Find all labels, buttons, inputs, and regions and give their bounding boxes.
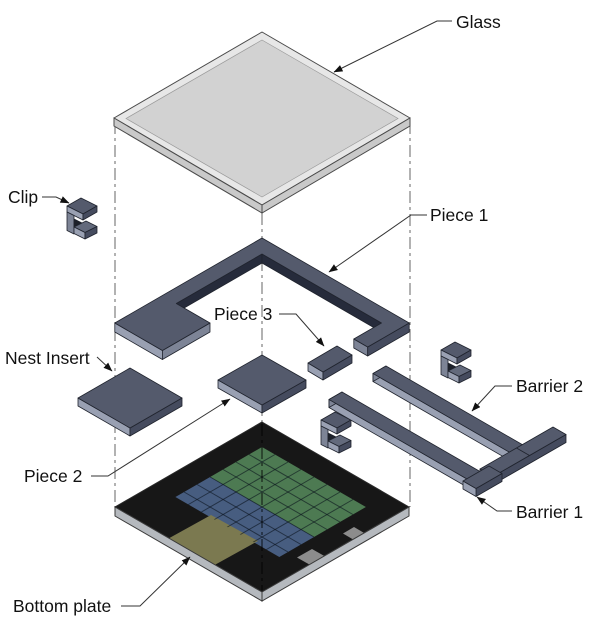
label-piece3: Piece 3 xyxy=(214,304,272,324)
part-piece3 xyxy=(307,345,353,381)
part-piece2 xyxy=(217,354,307,414)
label-bottom-plate: Bottom plate xyxy=(13,596,111,616)
glass-side-right xyxy=(261,117,411,214)
barrier2-arm-seam xyxy=(516,447,530,456)
leader-barrier1 xyxy=(476,496,512,512)
bottom-plate-side-right xyxy=(261,506,410,602)
piece2-top-face xyxy=(217,354,307,406)
label-piece2: Piece 2 xyxy=(24,466,82,486)
label-barrier2: Barrier 2 xyxy=(516,376,583,396)
part-piece1 xyxy=(114,237,410,360)
leader-piece2 xyxy=(91,398,231,477)
piece1-top-face xyxy=(114,237,410,351)
label-glass: Glass xyxy=(456,12,501,32)
leader-glass xyxy=(333,20,452,73)
leader-piece3 xyxy=(279,313,325,347)
barrier1-pad-top-face xyxy=(462,465,503,489)
piece3-top-face xyxy=(307,345,353,373)
part-barrier2 xyxy=(372,365,567,485)
glass-surface xyxy=(125,39,399,198)
label-clip: Clip xyxy=(8,187,38,207)
nest-insert-top-face xyxy=(77,367,183,429)
bottom-plate-grid xyxy=(183,454,354,553)
leader-piece1 xyxy=(328,214,427,273)
label-piece1: Piece 1 xyxy=(430,205,488,225)
part-nest-insert xyxy=(77,367,183,437)
part-bottom-plate xyxy=(114,421,410,602)
label-barrier1: Barrier 1 xyxy=(516,502,583,522)
label-nest-insert: Nest Insert xyxy=(5,348,90,368)
leader-clip xyxy=(42,196,70,204)
leader-bottom-plate xyxy=(121,556,191,607)
part-glass xyxy=(113,31,411,214)
leader-barrier2 xyxy=(471,385,512,412)
part-barrier1 xyxy=(328,391,503,497)
leader-nest-insert xyxy=(96,356,113,372)
